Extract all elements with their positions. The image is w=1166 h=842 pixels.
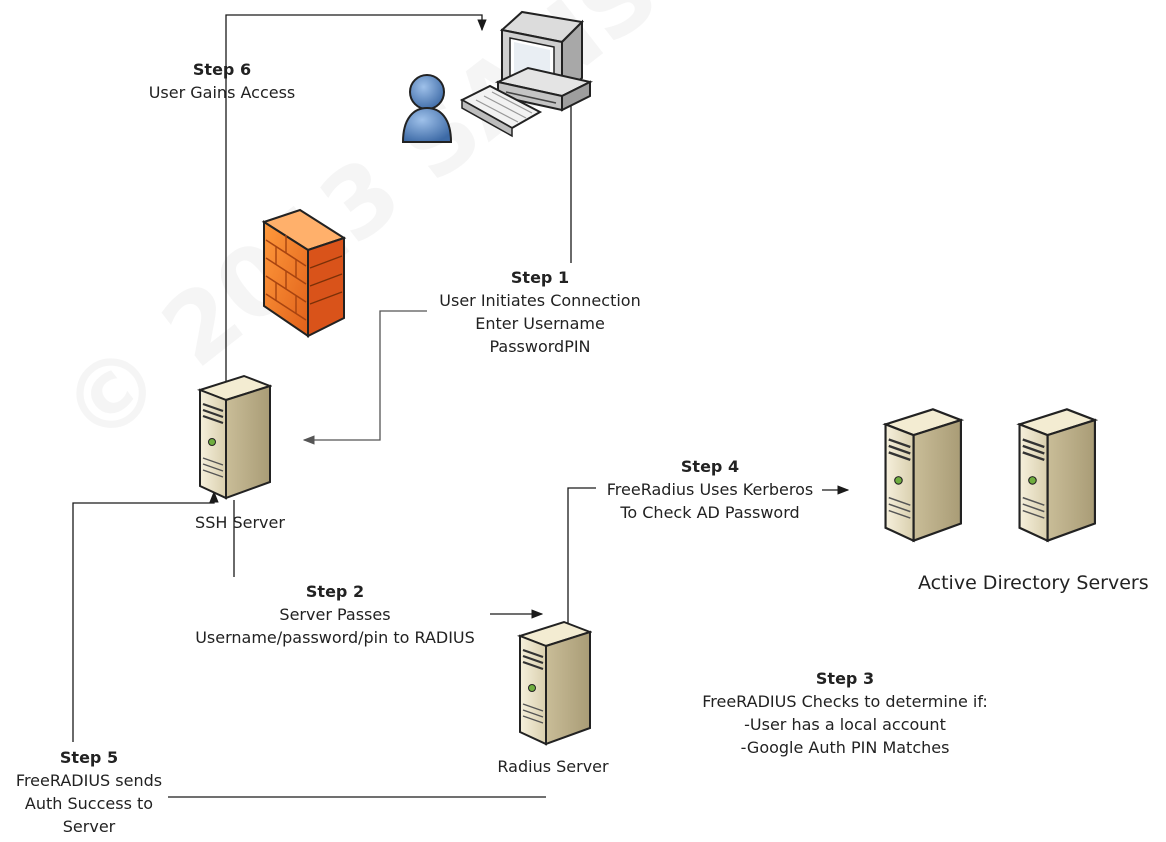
step4-line1: FreeRadius Uses Kerberos	[606, 480, 814, 499]
step3-title: Step 3	[815, 669, 875, 688]
step5-line3: Server	[62, 817, 116, 836]
step2-label: Step 2 Server Passes Username/password/p…	[170, 580, 500, 649]
radius-server-icon	[518, 620, 592, 746]
step6-label: Step 6 User Gains Access	[122, 58, 322, 104]
step2-title: Step 2	[305, 582, 365, 601]
step5-label: Step 5 FreeRADIUS sends Auth Success to …	[0, 746, 178, 838]
step5-title: Step 5	[59, 748, 119, 767]
step3-line2: -User has a local account	[744, 715, 946, 734]
ad-servers-label: Active Directory Servers	[918, 572, 1149, 594]
user-person-icon	[401, 74, 453, 143]
step4-connector	[567, 487, 596, 680]
ad-server-2-icon	[1018, 407, 1097, 543]
step6-line1: User Gains Access	[148, 83, 296, 102]
step4-label: Step 4 FreeRadius Uses Kerberos To Check…	[590, 455, 830, 524]
step1-title: Step 1	[510, 268, 570, 287]
step4-line2: To Check AD Password	[620, 503, 800, 522]
step6-connector	[225, 14, 487, 440]
ssh-server-icon	[198, 374, 272, 500]
step1-label: Step 1 User Initiates Connection Enter U…	[420, 266, 660, 358]
step2-line2: Username/password/pin to RADIUS	[195, 628, 475, 647]
step3-line3: -Google Auth PIN Matches	[740, 738, 950, 757]
step2-line1: Server Passes	[279, 605, 391, 624]
computer-with-keyboard-icon	[459, 10, 593, 138]
brick-firewall-icon	[261, 208, 347, 338]
step1-line1: User Initiates Connection	[439, 291, 641, 310]
step3-line1: FreeRADIUS Checks to determine if:	[702, 692, 988, 711]
step6-title: Step 6	[192, 60, 252, 79]
step4-title: Step 4	[680, 457, 740, 476]
step5-connector	[72, 490, 219, 742]
step1-arrow	[302, 310, 427, 445]
step1-line3: PasswordPIN	[489, 337, 591, 356]
step5-line2: Auth Success to	[24, 794, 154, 813]
step5-line1: FreeRADIUS sends	[15, 771, 163, 790]
step3-label: Step 3 FreeRADIUS Checks to determine if…	[680, 667, 1010, 759]
step1-line2: Enter Username	[475, 314, 605, 333]
radius-server-label: Radius Server	[497, 757, 609, 776]
ssh-server-label: SSH Server	[195, 513, 285, 532]
ad-server-1-icon	[884, 407, 963, 543]
